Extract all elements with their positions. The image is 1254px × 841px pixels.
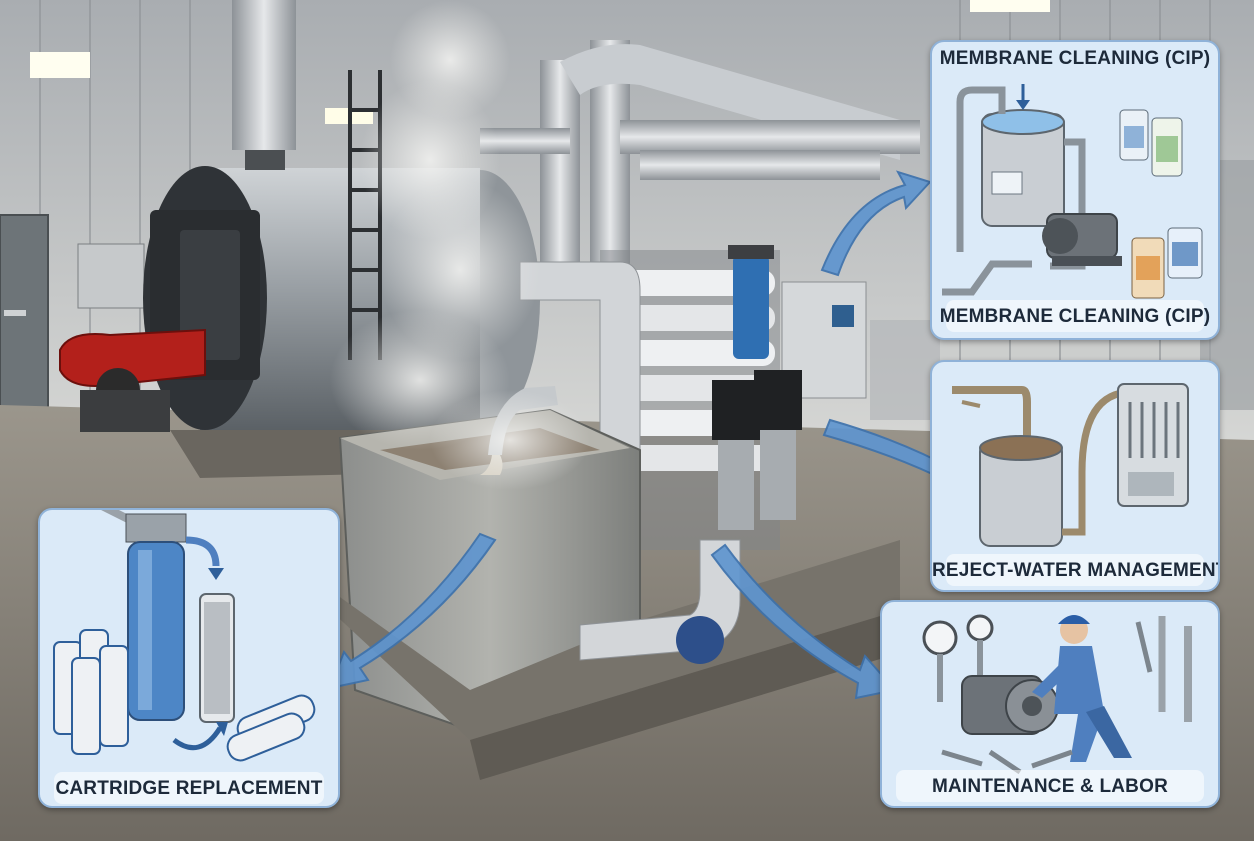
cartridge-panel: CARTRIDGE REPLACEMENT	[38, 508, 340, 808]
reject-water-illustration	[952, 383, 1189, 547]
reject-caption-box	[946, 554, 1204, 586]
cartridge-illustration	[53, 510, 316, 762]
cip-caption-box	[946, 300, 1204, 332]
cip-skid-illustration	[942, 84, 1203, 299]
reject-title: REJECT-WATER MANAGEMENT	[932, 560, 1220, 581]
cartridge-caption-box	[54, 772, 324, 804]
maintenance-title: MAINTENANCE & LABOR	[931, 776, 1168, 797]
maintenance-panel: MAINTENANCE & LABOR	[880, 600, 1220, 808]
maintenance-illustration	[922, 614, 1192, 775]
cartridge-title: CARTRIDGE REPLACEMENT	[55, 778, 323, 799]
membrane-cleaning-panel: MEMBRANE CLEANING (CIP) MEMBRANE CLEANIN…	[930, 40, 1220, 340]
cip-title-bottom: MEMBRANE CLEANING (CIP)	[939, 306, 1211, 327]
maintenance-caption-box	[896, 770, 1204, 802]
reject-water-panel: REJECT-WATER MANAGEMENT	[930, 360, 1220, 592]
cip-title-top: MEMBRANE CLEANING (CIP)	[939, 48, 1211, 69]
